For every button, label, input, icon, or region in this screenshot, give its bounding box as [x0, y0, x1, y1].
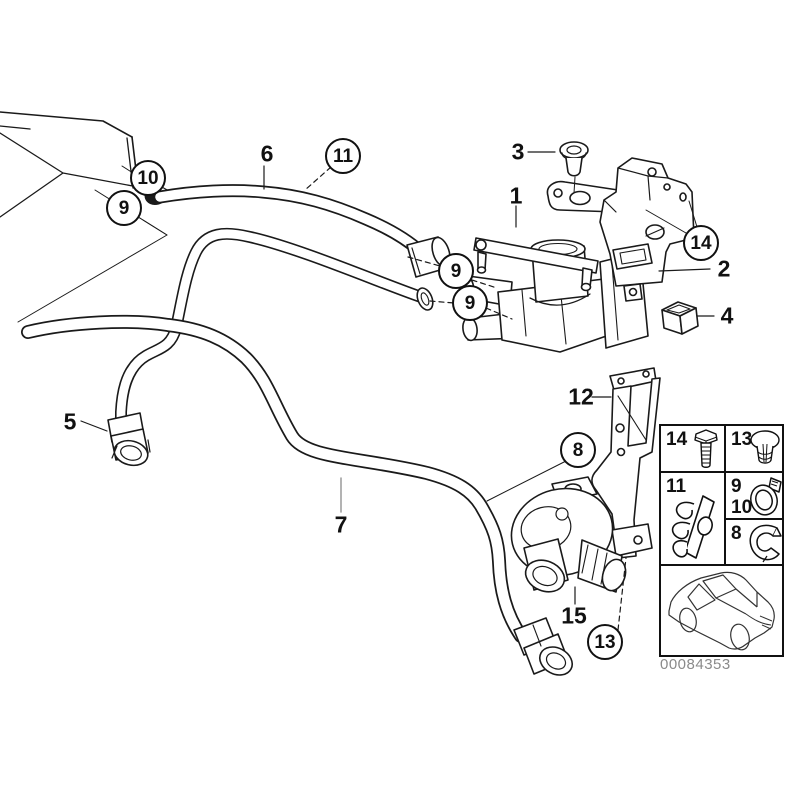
legend-box: 14 13 11 9 10 8	[659, 424, 784, 657]
legend-cell-11	[661, 473, 726, 564]
callout-8[interactable]: 8	[560, 432, 596, 468]
legend-label-11: 11	[666, 476, 687, 497]
callout-9-radiator[interactable]: 9	[106, 190, 142, 226]
legend-cell-13	[726, 426, 782, 473]
car-silhouette	[668, 571, 775, 651]
rubber-mount-block	[661, 301, 699, 335]
spring-band-clamp-icon	[749, 524, 782, 563]
hose-6-end-fitting	[406, 236, 451, 278]
hose-7-end-fitting	[513, 617, 574, 676]
callout-9-upper-port[interactable]: 9	[438, 253, 474, 289]
legend-cell-9-10	[726, 473, 782, 520]
callout-12[interactable]: 12	[568, 383, 594, 410]
legend-label-8: 8	[731, 523, 742, 544]
callout-15[interactable]: 15	[561, 602, 587, 629]
callout-7[interactable]: 7	[334, 511, 348, 538]
part-number: 00084353	[660, 656, 731, 673]
callout-9-lower-port[interactable]: 9	[452, 285, 488, 321]
callout-14[interactable]: 14	[683, 225, 719, 261]
legend-label-9: 9	[731, 476, 742, 497]
callout-1[interactable]: 1	[509, 182, 523, 209]
hose-5-quick-connector	[107, 412, 151, 467]
legend-cell-14	[661, 426, 726, 473]
legend-cell-car	[661, 564, 782, 655]
pump-bracket	[591, 367, 661, 559]
callout-11[interactable]: 11	[325, 138, 361, 174]
callout-4[interactable]: 4	[720, 302, 734, 329]
legend-label-13: 13	[731, 429, 753, 450]
legend-label-14: 14	[666, 429, 688, 450]
callout-6[interactable]: 6	[260, 140, 274, 167]
mounting-bracket	[546, 157, 695, 302]
radiator-outline	[0, 111, 139, 218]
grommet	[559, 141, 589, 194]
hose-clamp-icon	[750, 477, 782, 516]
callout-10[interactable]: 10	[130, 160, 166, 196]
hose-5	[107, 227, 434, 467]
callout-5[interactable]: 5	[63, 408, 77, 435]
hose-clip-icon	[671, 495, 715, 559]
hose-7	[21, 314, 574, 676]
push-rivet-icon	[750, 430, 780, 464]
callout-leaders	[80, 151, 715, 631]
legend-label-10: 10	[731, 497, 753, 518]
auxiliary-water-pump	[510, 476, 627, 593]
callout-2[interactable]: 2	[717, 255, 731, 282]
callout-3[interactable]: 3	[511, 138, 525, 165]
callout-13[interactable]: 13	[587, 624, 623, 660]
hex-bolt-icon	[694, 429, 718, 468]
hose-6	[144, 184, 451, 278]
